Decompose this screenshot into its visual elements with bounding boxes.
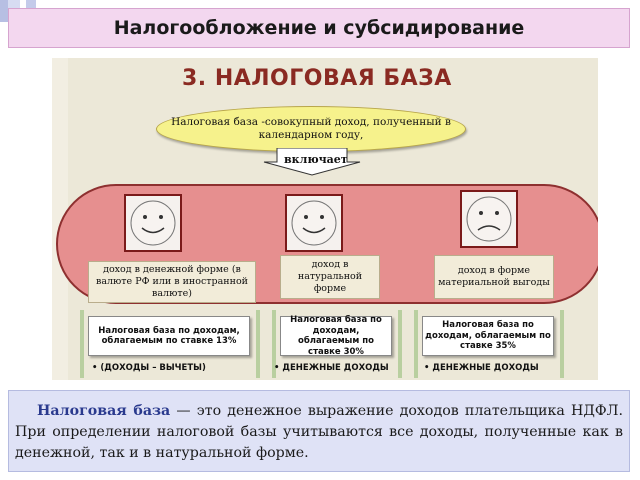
frame-line <box>398 310 402 378</box>
income-formula: • (ДОХОДЫ – ВЫЧЕТЫ) <box>92 363 206 373</box>
paragraph-term: Налоговая база <box>37 403 171 419</box>
smiling-face-icon <box>124 194 182 252</box>
frame-line <box>256 310 260 378</box>
definition-ellipse: Налоговая база -совокупный доход, получе… <box>156 106 466 152</box>
connector-label: включает <box>284 153 348 166</box>
sad-face-icon <box>460 190 518 248</box>
tax-base-box: Налоговая база по доходам, облагаемым по… <box>422 316 554 356</box>
tax-base-box: Налоговая база по доходам, облагаемым по… <box>88 316 250 356</box>
income-form-box: доход в форме материальной выгоды <box>434 255 554 299</box>
tax-base-box: Налоговая база по доходам, облагаемым по… <box>280 315 392 357</box>
frame-line <box>560 310 564 378</box>
slide-side-bar <box>52 58 68 380</box>
income-form-text: доход в натуральной форме <box>297 259 363 294</box>
income-formula: • ДЕНЕЖНЫЕ ДОХОДЫ <box>424 363 539 373</box>
title-banner: Налогообложение и субсидирование <box>8 8 630 48</box>
definition-paragraph: Налоговая база — это денежное выражение … <box>8 390 630 472</box>
frame-line <box>272 310 276 378</box>
definition-text: Налоговая база -совокупный доход, получе… <box>171 116 451 141</box>
income-form-box: доход в денежной форме (в валюте РФ или … <box>88 261 256 303</box>
frame-line <box>414 310 418 378</box>
income-form-text: доход в денежной форме (в валюте РФ или … <box>95 264 249 299</box>
diagram-title: 3. НАЛОГОВАЯ БАЗА <box>182 66 452 91</box>
diagram-slide: 3. НАЛОГОВАЯ БАЗА Налоговая база -совоку… <box>52 58 598 380</box>
page-title: Налогообложение и субсидирование <box>113 17 525 39</box>
paragraph-text: — это денежное выражение доходов платель… <box>15 403 623 461</box>
tax-base-text: Налоговая база по доходам, облагаемым по… <box>290 315 382 357</box>
corner-decoration <box>0 0 8 22</box>
income-formula: • ДЕНЕЖНЫЕ ДОХОДЫ <box>274 363 389 373</box>
income-form-box: доход в натуральной форме <box>280 255 380 299</box>
smiling-face-icon <box>285 194 343 252</box>
corner-decoration <box>26 0 36 8</box>
down-arrow-connector <box>263 148 361 176</box>
tax-base-text: Налоговая база по доходам, облагаемым по… <box>98 325 240 347</box>
income-form-text: доход в форме материальной выгоды <box>438 265 550 288</box>
frame-line <box>80 310 84 378</box>
tax-base-text: Налоговая база по доходам, облагаемым по… <box>425 320 551 352</box>
